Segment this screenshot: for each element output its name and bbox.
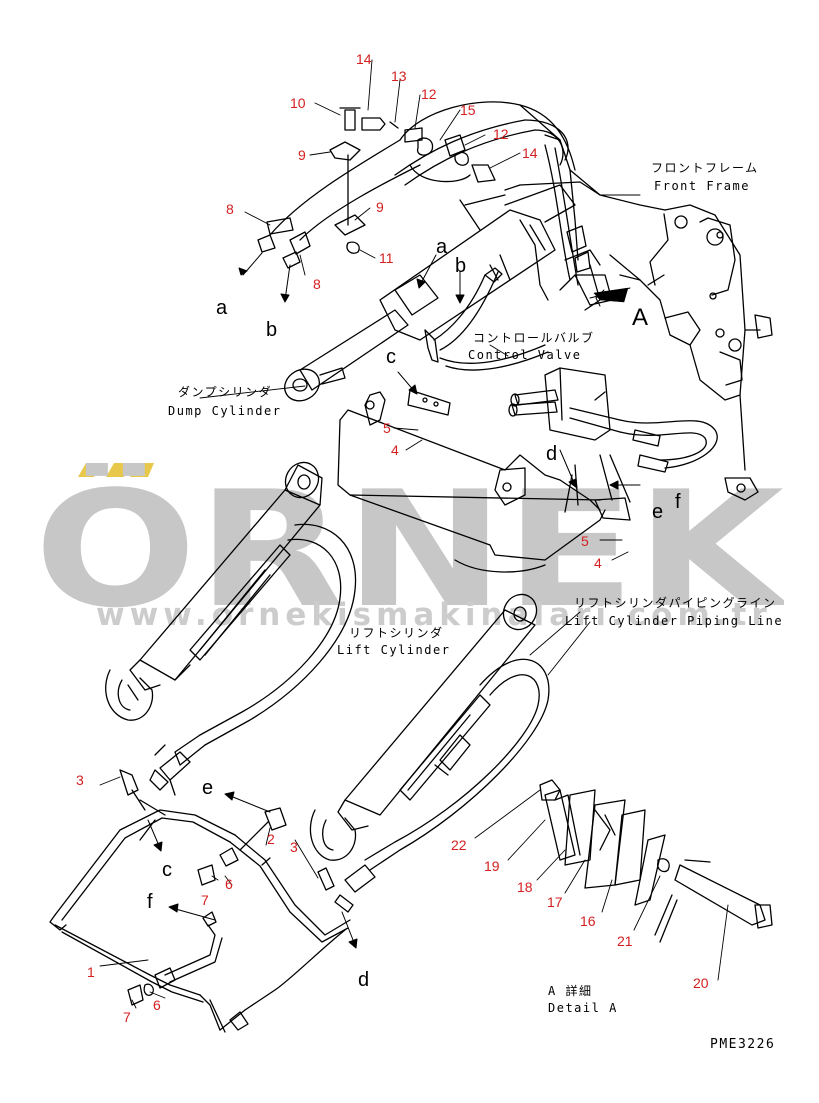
callout-5-lower: 5 bbox=[581, 533, 589, 549]
callout-7-upper: 7 bbox=[201, 892, 209, 908]
connection-c-upper: c bbox=[386, 346, 396, 368]
connection-e-upper: e bbox=[652, 501, 664, 523]
dump-cylinder-label-jp: ダンプシリンダ bbox=[178, 385, 273, 399]
lift-cylinder-left-hoses bbox=[149, 523, 357, 796]
connection-d-upper: d bbox=[546, 443, 558, 465]
callout-12-upper: 12 bbox=[421, 86, 437, 102]
lift-piping-label-en: Lift Cylinder Piping Line bbox=[565, 614, 784, 628]
lift-cylinder-right-hoses bbox=[334, 658, 550, 913]
front-frame-label-jp: フロントフレーム bbox=[651, 161, 759, 175]
watermark-brand: ÖRNEK bbox=[34, 463, 784, 613]
front-frame-label-en: Front Frame bbox=[654, 179, 750, 193]
connection-e-lower: e bbox=[202, 777, 214, 799]
lift-cylinder-left bbox=[105, 461, 323, 721]
lift-cylinder-label-jp: リフトシリンダ bbox=[349, 626, 444, 640]
connection-a-upper: a bbox=[216, 297, 228, 319]
detail-a-label-en: Detail A bbox=[548, 1001, 618, 1015]
callout-9-upper: 9 bbox=[298, 147, 306, 163]
callout-11: 11 bbox=[379, 250, 394, 266]
lift-piping-label-jp: リフトシリンダパイピングライン bbox=[574, 596, 777, 610]
callout-leaders bbox=[99, 59, 729, 1009]
view-arrow-letter: A bbox=[632, 304, 649, 331]
detail-a-parts bbox=[539, 779, 773, 943]
control-valve-drawing bbox=[508, 367, 718, 473]
lift-cylinder-right bbox=[309, 593, 538, 861]
dump-cylinder-hoses bbox=[424, 267, 549, 371]
connection-b-upper: b bbox=[266, 319, 278, 341]
watermark-accent-marks bbox=[78, 463, 154, 477]
callout-22: 22 bbox=[451, 837, 467, 853]
control-valve-label-en: Control Valve bbox=[468, 348, 582, 362]
boom-hoses bbox=[394, 119, 591, 286]
callout-16: 16 bbox=[580, 913, 596, 929]
callout-9-lower: 9 bbox=[376, 199, 384, 215]
connection-a-cylinder: a bbox=[436, 236, 448, 258]
control-valve-label-jp: コントロールバルブ bbox=[473, 331, 595, 345]
callout-18: 18 bbox=[517, 879, 533, 895]
drawing-code: PME3226 bbox=[710, 1037, 776, 1052]
lift-piping-drawing bbox=[49, 769, 351, 1033]
connection-f-lower: f bbox=[147, 891, 153, 913]
callout-14-upper: 14 bbox=[356, 51, 372, 67]
watermark-url: www.ornekismakinalari.com.tr bbox=[96, 597, 772, 633]
bracket-parts bbox=[257, 107, 496, 269]
lift-cylinder-label-en: Lift Cylinder bbox=[337, 643, 451, 657]
callout-20: 20 bbox=[693, 975, 709, 991]
callout-3-right: 3 bbox=[290, 839, 298, 855]
callout-1: 1 bbox=[87, 964, 95, 980]
connection-f-upper: f bbox=[675, 491, 681, 513]
callout-4-upper: 4 bbox=[391, 442, 399, 458]
callout-13: 13 bbox=[391, 68, 407, 84]
callout-6-upper: 6 bbox=[225, 876, 233, 892]
callout-3-left: 3 bbox=[76, 772, 84, 788]
dump-cylinder-drawing bbox=[284, 184, 576, 402]
callout-15: 15 bbox=[460, 102, 476, 118]
callout-17: 17 bbox=[547, 894, 563, 910]
callout-8-left: 8 bbox=[226, 201, 234, 217]
callout-10: 10 bbox=[290, 95, 306, 111]
detail-a-label-jp: A 詳細 bbox=[548, 984, 593, 998]
callout-12-lower: 12 bbox=[493, 126, 509, 142]
connection-b-cylinder: b bbox=[455, 255, 467, 277]
connection-d-lower: d bbox=[358, 969, 370, 991]
callout-5-upper: 5 bbox=[383, 420, 391, 436]
connection-c-lower: c bbox=[162, 859, 172, 881]
callout-7-lower: 7 bbox=[123, 1009, 131, 1025]
watermark-logo: ÖRNEK bbox=[34, 463, 784, 613]
callout-14-lower: 14 bbox=[522, 145, 538, 161]
callout-8-right: 8 bbox=[313, 276, 321, 292]
callout-21: 21 bbox=[617, 933, 633, 949]
callout-2: 2 bbox=[267, 831, 275, 847]
callout-6-lower: 6 bbox=[153, 997, 161, 1013]
connection-arrows bbox=[147, 252, 641, 949]
dump-cylinder-label-en: Dump Cylinder bbox=[168, 404, 282, 418]
callout-19: 19 bbox=[484, 858, 500, 874]
callout-4-lower: 4 bbox=[594, 555, 602, 571]
